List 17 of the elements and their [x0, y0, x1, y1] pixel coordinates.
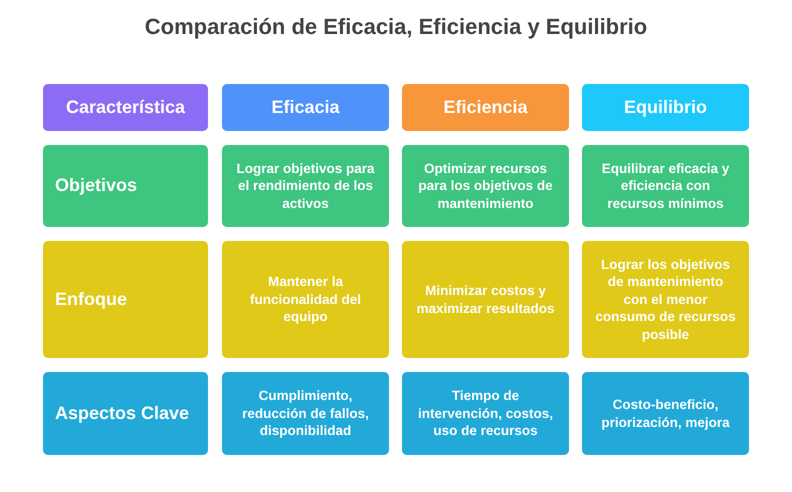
table-cell: Mantener la funcionalidad del equipo: [222, 241, 389, 358]
column-header-cell: Equilibrio: [582, 84, 749, 131]
row-header-cell: Enfoque: [43, 241, 208, 358]
row-header-cell: Aspectos Clave: [43, 372, 208, 455]
table-cell: Lograr objetivos para el rendimiento de los activos: [222, 145, 389, 227]
table-cell: Costo-beneficio, priorización, mejora: [582, 372, 749, 455]
table-cell: Tiempo de intervención, costos, uso de recursos: [402, 372, 569, 455]
table-cell: Optimizar recursos para los objetivos de mantenimiento: [402, 145, 569, 227]
column-header-cell: Eficacia: [222, 84, 389, 131]
column-header-cell: Eficiencia: [402, 84, 569, 131]
table-cell: Cumplimiento, reducción de fallos, disponibilidad: [222, 372, 389, 455]
column-header-cell: Característica: [43, 84, 208, 131]
table-cell: Minimizar costos y maximizar resultados: [402, 241, 569, 358]
title: Comparación de Eficacia, Eficiencia y Equilibrio: [144, 14, 648, 40]
table-cell: Lograr los objetivos de mantenimiento con el menor consumo de recursos posible: [582, 241, 749, 358]
table-cell: Equilibrar eficacia y eficiencia con recursos mínimos: [582, 145, 749, 227]
row-header-cell: Objetivos: [43, 145, 208, 227]
